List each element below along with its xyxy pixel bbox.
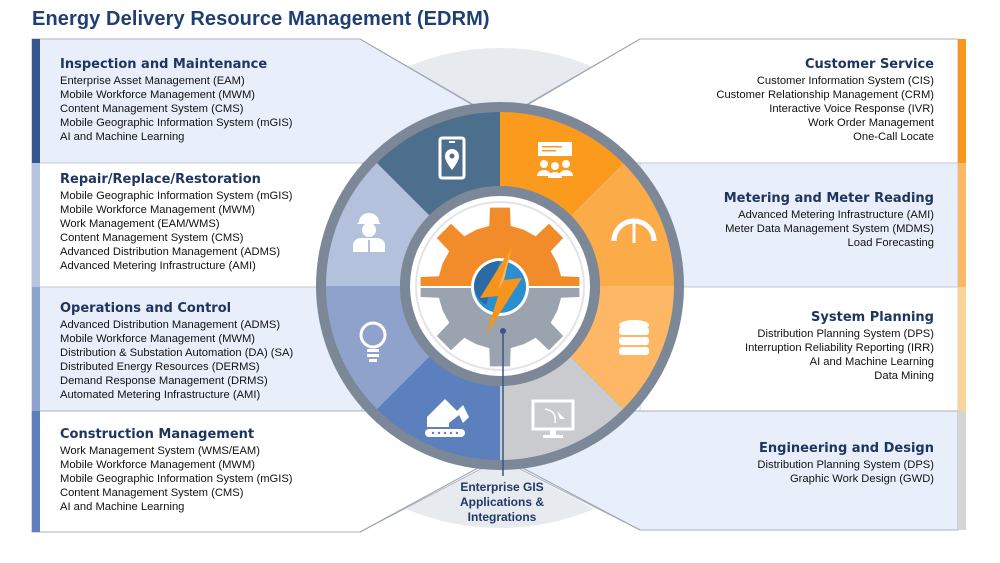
page-title: Energy Delivery Resource Management (EDR… bbox=[32, 8, 490, 30]
worker-icon bbox=[353, 213, 385, 252]
panel-heading: System Planning bbox=[811, 310, 934, 325]
list-item: Data Mining bbox=[874, 370, 934, 382]
connector-line-bl bbox=[359, 455, 501, 533]
center-label-line: Integrations bbox=[467, 510, 537, 524]
lightbulb-icon bbox=[359, 321, 387, 362]
list-item: Advanced Distribution Management (ADMS) bbox=[60, 319, 281, 331]
panel-bg-planning bbox=[639, 286, 959, 412]
mobile-location-icon bbox=[438, 136, 466, 180]
list-item: Distributed Energy Resources (DERMS) bbox=[60, 361, 260, 373]
accent-bar-planning bbox=[958, 287, 966, 411]
gear-bottom-half bbox=[420, 288, 580, 367]
list-item: Demand Response Management (DRMS) bbox=[60, 375, 268, 387]
list-item: Content Management System (CMS) bbox=[60, 103, 244, 115]
gear-lightning-icon bbox=[420, 207, 580, 367]
database-icon bbox=[619, 320, 649, 355]
list-item: Advanced Metering Infrastructure (AMI) bbox=[738, 209, 934, 221]
list-item: Interactive Voice Response (IVR) bbox=[769, 103, 934, 115]
accent-bar-inspection bbox=[32, 39, 40, 163]
center-label-line: Enterprise GIS bbox=[460, 480, 544, 494]
list-item: AI and Machine Learning bbox=[809, 356, 934, 368]
wheel-segment-repair bbox=[326, 162, 430, 286]
list-item: Work Management System (WMS/EAM) bbox=[60, 445, 260, 457]
panel-repair-replace-restoration: Repair/Replace/Restoration Mobile Geogra… bbox=[60, 172, 293, 273]
list-item: Mobile Workforce Management (MWM) bbox=[60, 333, 255, 345]
list-item: Customer Information System (CIS) bbox=[756, 75, 934, 87]
list-item: Distribution Planning System (DPS) bbox=[757, 459, 934, 471]
list-item: Load Forecasting bbox=[847, 237, 934, 249]
accent-bar-metering bbox=[958, 163, 966, 287]
list-item: Meter Data Management System (MDMS) bbox=[725, 223, 934, 235]
list-item: Work Order Management bbox=[807, 117, 934, 129]
wheel-segment-engineering-design bbox=[500, 356, 624, 460]
left-panels bbox=[31, 38, 499, 533]
panel-heading: Engineering and Design bbox=[759, 441, 934, 456]
wheel-segment-customer-service bbox=[500, 112, 624, 216]
gear-top-half bbox=[420, 207, 580, 286]
list-item: Mobile Geographic Information System (mG… bbox=[60, 117, 293, 129]
list-item: Advanced Metering Infrastructure (AMI) bbox=[60, 260, 256, 272]
panel-heading: Construction Management bbox=[60, 427, 255, 442]
list-item: Content Management System (CMS) bbox=[60, 232, 244, 244]
panel-construction-management: Construction Management Work Management … bbox=[60, 427, 293, 514]
center-label-line: Applications & bbox=[459, 495, 544, 509]
wheel-segment-inspection bbox=[376, 112, 500, 216]
list-item: Mobile Geographic Information System (mG… bbox=[60, 190, 293, 202]
list-item: Customer Relationship Management (CRM) bbox=[716, 89, 934, 101]
panel-heading: Customer Service bbox=[804, 57, 934, 72]
panel-system-planning: System Planning Distribution Planning Sy… bbox=[745, 310, 934, 383]
accent-bar-customer bbox=[958, 39, 966, 163]
accent-bar-construction bbox=[32, 411, 40, 532]
list-item: Advanced Distribution Management (ADMS) bbox=[60, 246, 281, 258]
list-item: Enterprise Asset Management (EAM) bbox=[60, 75, 245, 87]
panel-heading: Operations and Control bbox=[60, 301, 232, 316]
list-item: AI and Machine Learning bbox=[60, 131, 185, 143]
wheel bbox=[316, 102, 684, 476]
panel-engineering-design: Engineering and Design Distribution Plan… bbox=[757, 441, 934, 486]
list-item: Automated Metering Infrastructure (AMI) bbox=[60, 389, 261, 401]
lightning-bolt bbox=[480, 246, 522, 335]
gauge-icon bbox=[611, 218, 657, 243]
list-item: Content Management System (CMS) bbox=[60, 487, 244, 499]
list-item: One-Call Locate bbox=[853, 131, 934, 143]
gis-connector-dot bbox=[500, 328, 506, 334]
accent-bar-engineering bbox=[958, 411, 966, 530]
accent-bar-operations bbox=[32, 287, 40, 411]
accent-bar-repair bbox=[32, 163, 40, 287]
panel-heading: Metering and Meter Reading bbox=[723, 191, 934, 206]
wheel-center-border bbox=[415, 201, 585, 371]
list-item: Mobile Workforce Management (MWM) bbox=[60, 459, 255, 471]
list-item: Distribution & Substation Automation (DA… bbox=[60, 347, 294, 359]
list-item: Interruption Reliability Reporting (IRR) bbox=[744, 342, 934, 354]
panel-operations-control: Operations and Control Advanced Distribu… bbox=[60, 301, 293, 402]
list-item: Mobile Workforce Management (MWM) bbox=[60, 89, 255, 101]
gear-hub-dark bbox=[474, 261, 500, 305]
panel-bg-repair bbox=[31, 162, 363, 288]
list-item: AI and Machine Learning bbox=[60, 501, 185, 513]
design-monitor-icon bbox=[531, 399, 575, 438]
lightning-bolt-shade bbox=[498, 246, 512, 290]
panel-metering-meter-reading: Metering and Meter Reading Advanced Mete… bbox=[724, 191, 934, 250]
panel-customer-service: Customer Service Customer Information Sy… bbox=[716, 57, 934, 144]
list-item: Mobile Workforce Management (MWM) bbox=[60, 204, 255, 216]
panel-heading: Inspection and Maintenance bbox=[60, 57, 268, 72]
enterprise-gis-label: Enterprise GIS Applications & Integratio… bbox=[440, 480, 564, 525]
panel-bg-operations bbox=[31, 286, 363, 412]
list-item: Graphic Work Design (GWD) bbox=[789, 473, 934, 485]
excavator-icon bbox=[425, 399, 469, 437]
panel-inspection-maintenance: Inspection and Maintenance Enterprise As… bbox=[60, 57, 293, 144]
customer-group-icon bbox=[537, 142, 573, 178]
list-item: Distribution Planning System (DPS) bbox=[757, 328, 934, 340]
panel-heading: Repair/Replace/Restoration bbox=[60, 172, 261, 187]
list-item: Work Management (EAM/WMS) bbox=[60, 218, 220, 230]
list-item: Mobile Geographic Information System (mG… bbox=[60, 473, 293, 485]
